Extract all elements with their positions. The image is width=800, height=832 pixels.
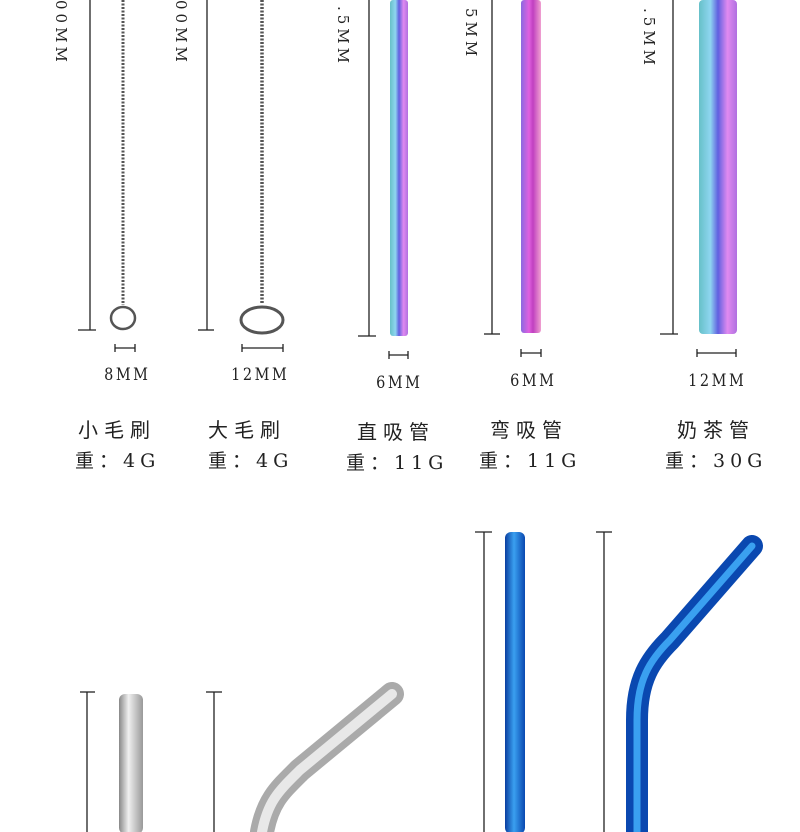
product-weight: 重：4G: [208, 450, 294, 472]
large-brush: [239, 0, 285, 335]
product-name: 奶茶管: [677, 418, 755, 442]
bubble-tea-straw-rainbow: [699, 0, 737, 334]
bent-straw-rainbow: [521, 0, 541, 333]
length-label: 5MM: [462, 8, 480, 61]
bent-straw-blue: [626, 535, 763, 832]
product-weight: 重：30G: [665, 450, 768, 472]
length-label: 00MM: [52, 0, 70, 66]
width-label: 6MM: [376, 373, 423, 393]
product-weight: 重：11G: [346, 452, 449, 474]
product-name: 小毛刷: [78, 418, 156, 442]
dimension-lines: [78, 0, 737, 832]
width-label: 12MM: [688, 371, 747, 391]
product-name: 大毛刷: [208, 418, 286, 442]
product-weight: 重：4G: [75, 450, 161, 472]
product-weight: 重：11G: [479, 450, 582, 472]
length-label: 00MM: [172, 0, 190, 66]
straight-straw-blue: [505, 532, 525, 832]
product-name: 弯吸管: [490, 418, 568, 442]
length-label: .5MM: [334, 6, 352, 68]
product-name: 直吸管: [357, 420, 435, 444]
straight-straw-rainbow: [390, 0, 408, 336]
width-label: 12MM: [231, 365, 290, 385]
length-label: .5MM: [640, 8, 658, 70]
width-label: 6MM: [510, 371, 557, 391]
width-label: 8MM: [104, 365, 151, 385]
small-brush: [109, 0, 137, 331]
straight-straw-silver: [119, 694, 143, 832]
